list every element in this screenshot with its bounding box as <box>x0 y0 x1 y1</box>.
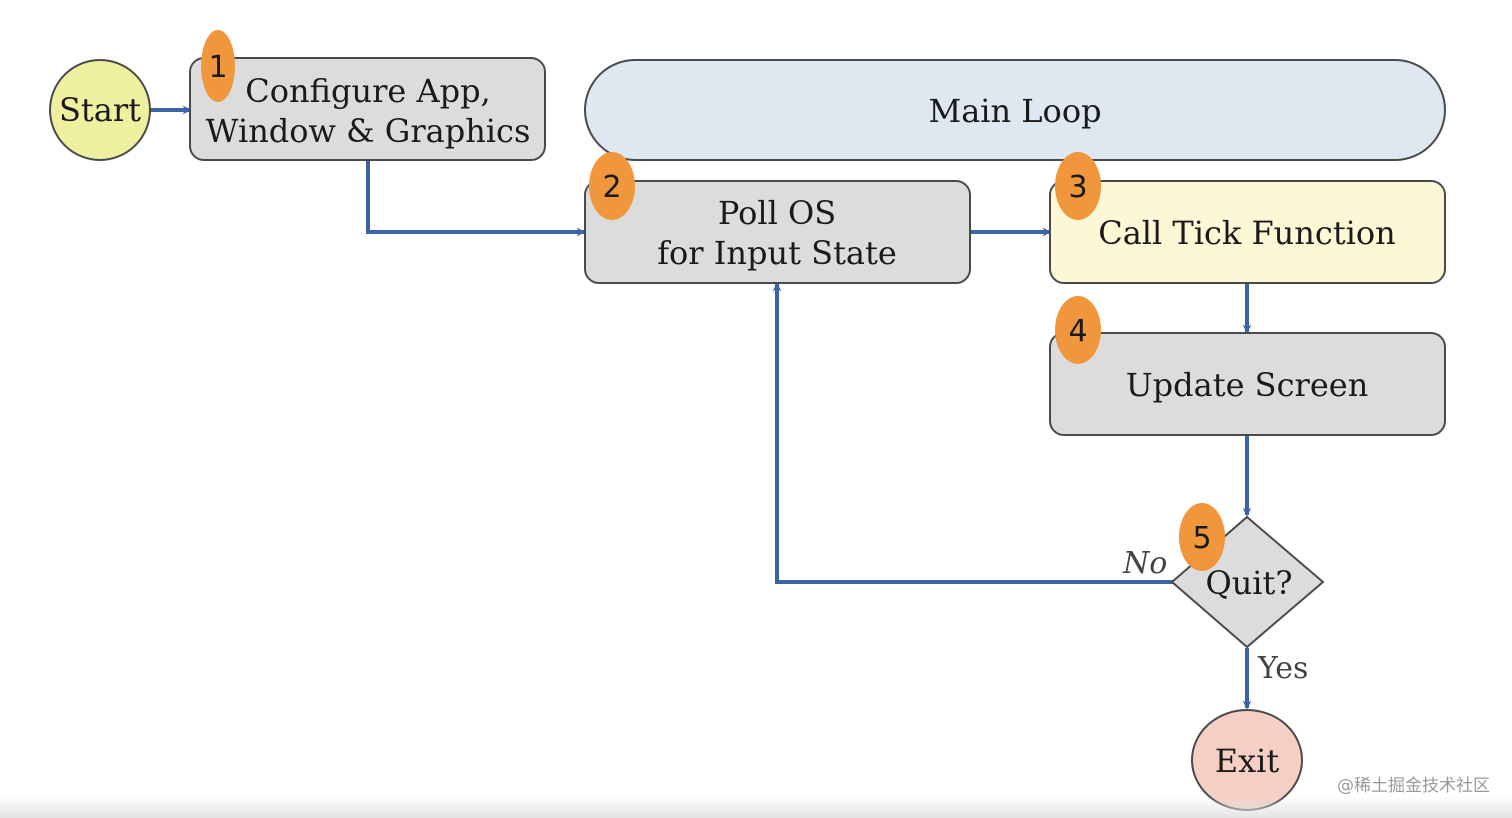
tick-label: Call Tick Function <box>1098 214 1396 252</box>
configure-label-line1: Configure App, <box>245 72 490 110</box>
update-node: Update Screen <box>1049 332 1446 436</box>
configure-node: Configure App, Window & Graphics <box>189 57 546 161</box>
edge-label-no: No <box>1122 546 1167 581</box>
edge-configure-to-poll <box>366 160 586 237</box>
main-loop-label: Main Loop <box>928 92 1101 130</box>
watermark-text: @稀土掘金技术社区 <box>1337 776 1490 796</box>
bottom-fade <box>0 796 1512 818</box>
step-badge-5: 5 <box>1179 503 1225 571</box>
configure-label-line2: Window & Graphics <box>206 112 531 150</box>
step-badge-4: 4 <box>1055 296 1101 364</box>
step-badge-4-number: 4 <box>1068 314 1087 349</box>
step-badge-2-number: 2 <box>602 170 621 205</box>
quit-label: Quit? <box>1205 564 1292 602</box>
step-badge-1: 1 <box>201 30 235 102</box>
exit-node: Exit <box>1191 709 1303 811</box>
step-badge-1-number: 1 <box>208 50 227 85</box>
step-badge-5-number: 5 <box>1192 521 1211 556</box>
main-loop-node: Main Loop <box>584 59 1446 161</box>
edge-label-yes: Yes <box>1257 651 1308 686</box>
poll-label-line2: for Input State <box>657 234 897 272</box>
update-label: Update Screen <box>1126 366 1369 404</box>
start-node: Start <box>49 59 151 161</box>
step-badge-3-number: 3 <box>1068 170 1087 205</box>
edge-quit-no-to-poll <box>772 282 1175 584</box>
step-badge-2: 2 <box>589 152 635 220</box>
step-badge-3: 3 <box>1055 152 1101 220</box>
edges <box>150 105 1252 710</box>
start-label: Start <box>59 91 141 129</box>
tick-node: Call Tick Function <box>1049 180 1446 284</box>
exit-label: Exit <box>1215 742 1280 780</box>
poll-label-line1: Poll OS <box>718 194 836 232</box>
poll-node: Poll OS for Input State <box>584 180 971 284</box>
